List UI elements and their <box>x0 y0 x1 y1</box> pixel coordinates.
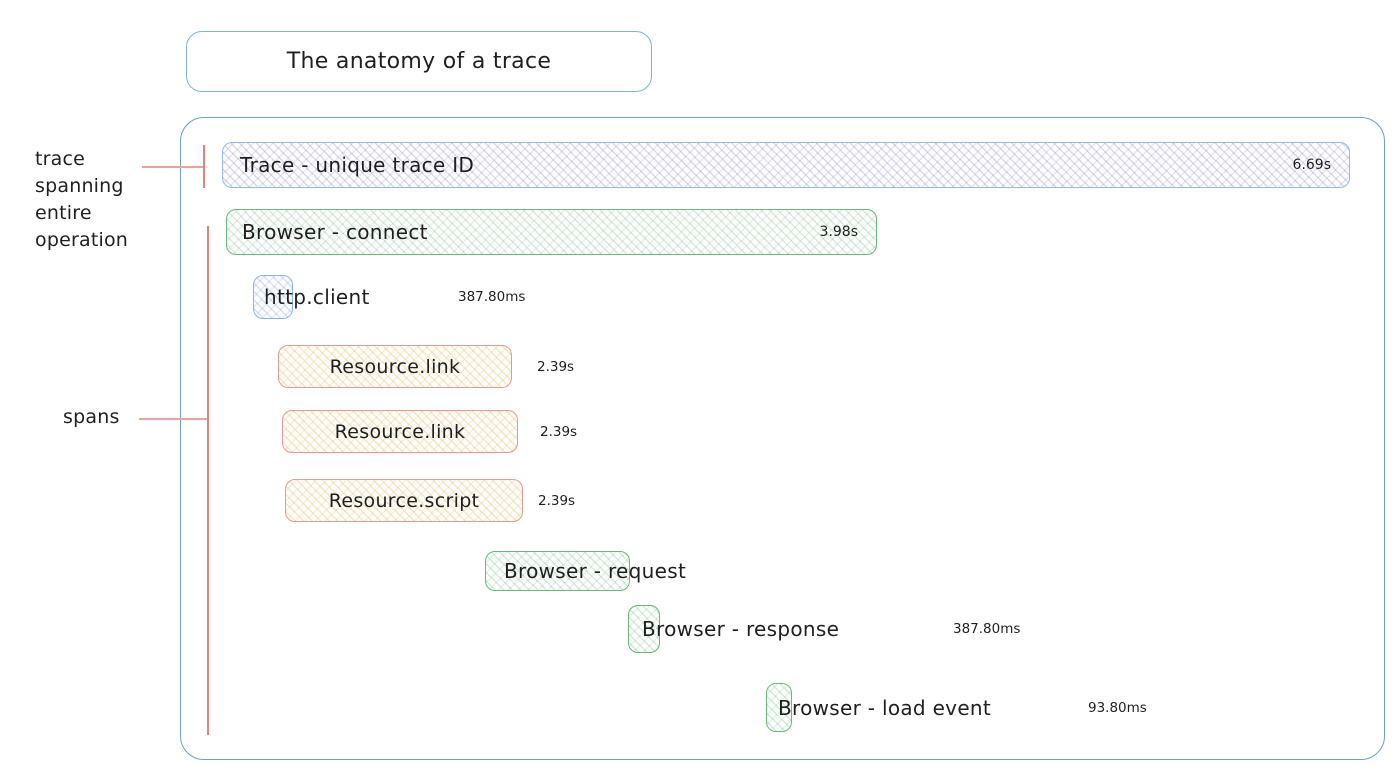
span-browser-request-label: Browser - request <box>504 559 687 583</box>
span-browser-response-label: Browser - response <box>642 617 840 641</box>
span-resource-link-2-duration: 2.39s <box>540 423 578 440</box>
span-trace-label: Trace - unique trace ID <box>240 153 475 177</box>
span-resource-link-2-label: Resource.link <box>334 420 466 443</box>
span-trace-bar: Trace - unique trace ID 6.69s <box>222 142 1350 188</box>
span-http-client-label: http.client <box>264 285 370 309</box>
span-browser-load-event-box <box>766 683 792 732</box>
annotation-spans-label: spans <box>63 406 120 428</box>
span-browser-connect-label: Browser - connect <box>242 220 428 244</box>
trace-annotation-connector-tick <box>203 145 205 188</box>
span-browser-response-box <box>628 605 660 653</box>
span-resource-link-1-label: Resource.link <box>329 355 461 378</box>
annotation-trace-line-4: operation <box>35 229 129 251</box>
span-browser-connect-bar: Browser - connect 3.98s <box>226 209 877 255</box>
trace-outer-container <box>180 117 1385 760</box>
span-http-client-box <box>253 275 293 319</box>
span-resource-link-1-duration: 2.39s <box>537 358 575 375</box>
span-browser-connect-duration: 3.98s <box>819 224 858 240</box>
diagram-title: The anatomy of a trace <box>286 49 552 74</box>
span-resource-script-box: Resource.script <box>285 479 523 522</box>
span-resource-link-2-box: Resource.link <box>282 410 518 453</box>
span-http-client-duration: 387.80ms <box>458 289 526 305</box>
span-trace-duration: 6.69s <box>1292 157 1331 173</box>
annotation-trace-line-1: trace <box>35 148 86 170</box>
span-browser-response-duration: 387.80ms <box>953 621 1021 637</box>
spans-annotation-vertical-line <box>207 226 209 735</box>
annotation-trace-spanning: trace spanning entire operation <box>35 146 128 254</box>
annotation-spans: spans <box>63 404 120 431</box>
annotation-trace-line-3: entire <box>35 202 92 224</box>
span-resource-link-1-box: Resource.link <box>278 345 512 388</box>
span-browser-load-event-duration: 93.80ms <box>1088 699 1147 716</box>
title-box: The anatomy of a trace <box>186 31 652 92</box>
span-browser-load-event-label: Browser - load event <box>778 695 992 720</box>
span-resource-script-label: Resource.script <box>328 489 480 512</box>
trace-annotation-connector-line <box>142 166 205 168</box>
annotation-trace-line-2: spanning <box>35 175 124 197</box>
span-resource-script-duration: 2.39s <box>538 492 576 509</box>
span-browser-request-box <box>485 551 630 591</box>
spans-annotation-connector-line <box>139 418 209 420</box>
